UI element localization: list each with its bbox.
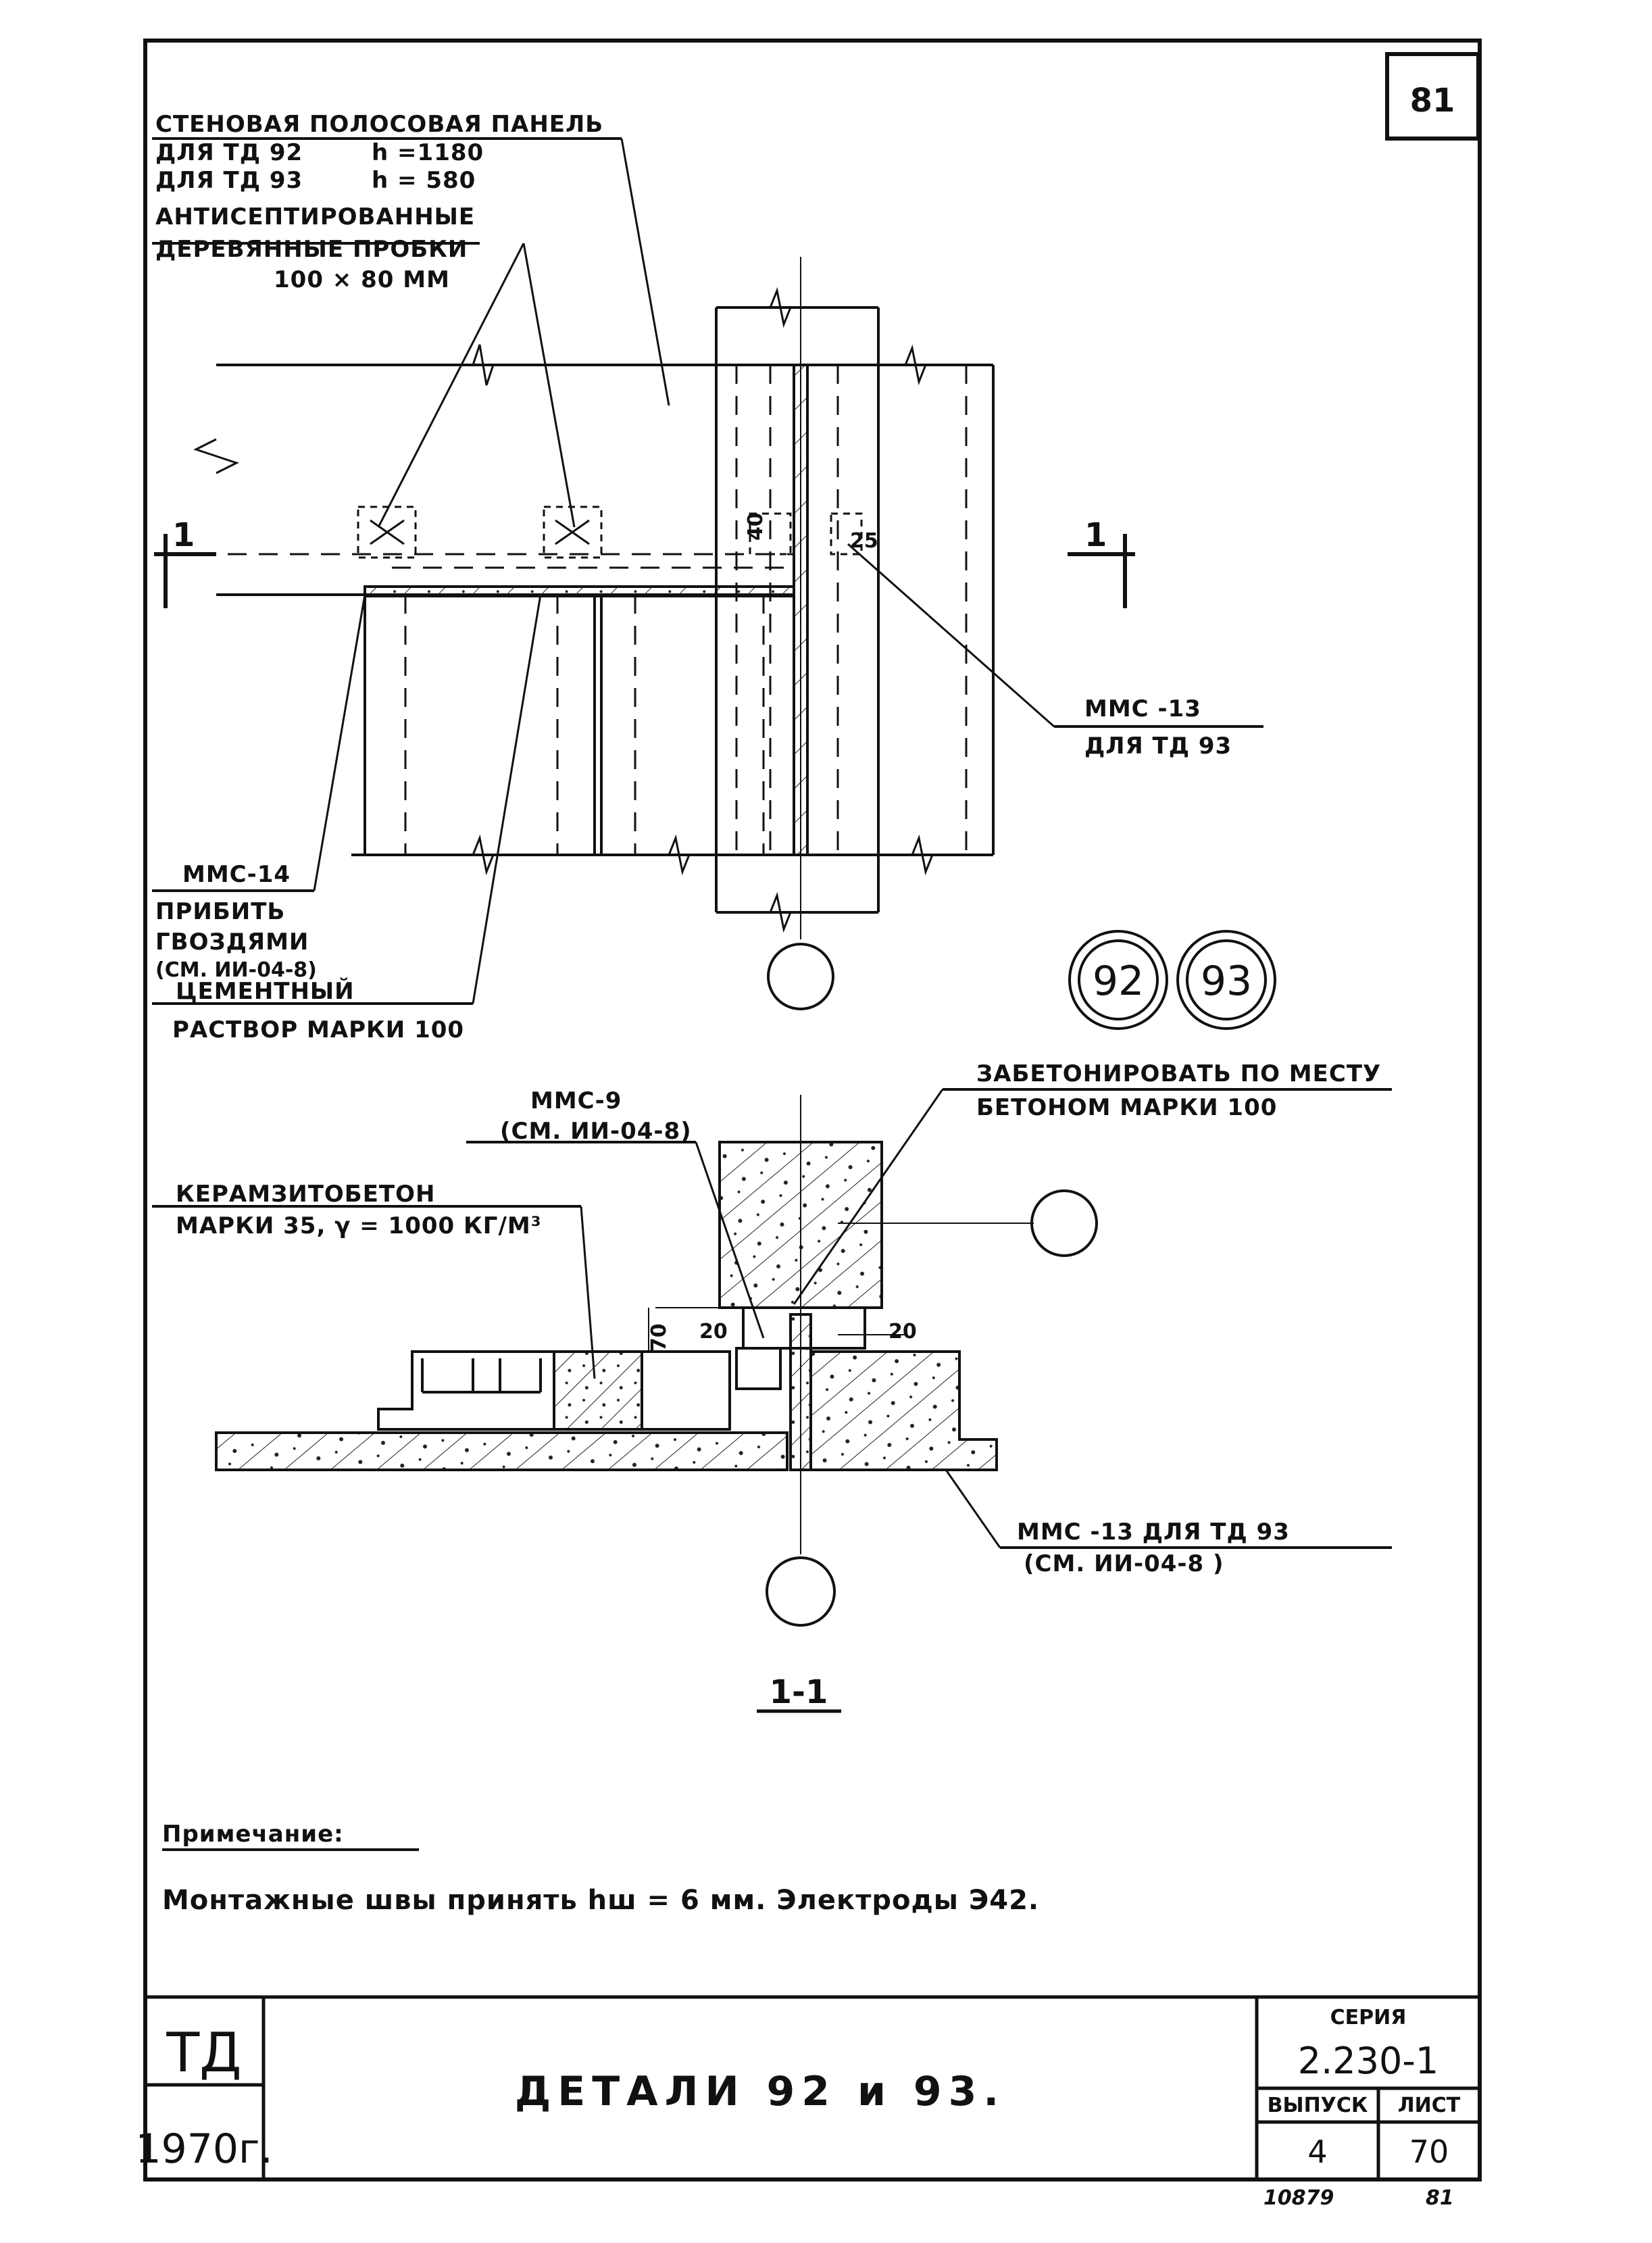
nail-ref: (СМ. ИИ-04-8): [155, 958, 317, 982]
section-mark-left: 1: [172, 516, 195, 554]
sheet-number-box: 81: [1385, 52, 1480, 141]
title-block-text: ТД 1970г. ДЕТАЛИ 92 и 93. СЕРИЯ 2.230-1 …: [135, 2006, 1460, 2210]
mmc13-for: ДЛЯ ТД 93: [1084, 733, 1232, 760]
plugs-size: 100 × 80 ММ: [274, 266, 450, 293]
plan-annotations: СТЕНОВАЯ ПОЛОСОВАЯ ПАНЕЛЬ ДЛЯ ТД 92 h =1…: [155, 111, 1232, 1043]
page-number: 81: [1426, 2186, 1454, 2210]
sheet-value: 70: [1409, 2134, 1449, 2170]
mmc13-label: ММС -13: [1084, 695, 1201, 722]
nail-line2: ГВОЗДЯМИ: [155, 929, 309, 956]
title-block: [145, 1995, 1480, 2179]
dim-b: 25: [850, 529, 878, 553]
archive-number: 10879: [1263, 2186, 1334, 2210]
panel-td92-height: h =1180: [372, 139, 484, 166]
section-view: [152, 1088, 1392, 1713]
mmc13-section-line1: ММС -13 ДЛЯ ТД 93: [1017, 1519, 1290, 1546]
concrete-line1: ЗАБЕТОНИРОВАТЬ ПО МЕСТУ: [976, 1060, 1381, 1087]
badge-92: 92: [1068, 930, 1168, 1030]
cement-line2: РАСТВОР МАРКИ 100: [172, 1016, 464, 1043]
org-mark: ТД: [166, 2021, 241, 2084]
badge-93-text: 93: [1201, 958, 1252, 1005]
outer-frame: [143, 39, 1482, 2182]
keram-line2: МАРКИ 35, γ = 1000 КГ/М³: [176, 1212, 542, 1239]
section-annotations: ММС-9 (СМ. ИИ-04-8) ЗАБЕТОНИРОВАТЬ ПО МЕ…: [176, 1060, 1381, 1711]
panel-td93-height: h = 580: [372, 167, 476, 194]
concrete-line2: БЕТОНОМ МАРКИ 100: [976, 1094, 1277, 1121]
issue-value: 4: [1307, 2134, 1327, 2170]
mmc14-label: ММС-14: [182, 861, 291, 888]
section-mark-right: 1: [1084, 516, 1107, 554]
plan-view: [152, 137, 1263, 1010]
year: 1970г.: [135, 2125, 272, 2173]
mmc13-section-line2: (СМ. ИИ-04-8 ): [1024, 1550, 1224, 1577]
issue-label: ВЫПУСК: [1268, 2094, 1368, 2117]
series-value: 2.230-1: [1298, 2040, 1438, 2082]
dim-20-left: 20: [699, 1320, 728, 1344]
mmc9-ref: (СМ. ИИ-04-8): [500, 1118, 692, 1145]
keram-line1: КЕРАМЗИТОБЕТОН: [176, 1181, 435, 1208]
panel-title: СТЕНОВАЯ ПОЛОСОВАЯ ПАНЕЛЬ: [155, 111, 603, 138]
dim-70: 70: [647, 1323, 671, 1352]
plugs-line2: ДЕРЕВЯННЫЕ ПРОБКИ: [155, 236, 468, 263]
badge-92-text: 92: [1093, 958, 1144, 1005]
series-label: СЕРИЯ: [1330, 2006, 1407, 2029]
dim-20-right: 20: [888, 1320, 917, 1344]
panel-td93: ДЛЯ ТД 93: [155, 167, 303, 194]
cement-line1: ЦЕМЕНТНЫЙ: [176, 977, 355, 1005]
drawing-title: ДЕТАЛИ 92 и 93.: [515, 2068, 1005, 2115]
section-title: 1-1: [770, 1673, 828, 1711]
sheet-label: ЛИСТ: [1398, 2094, 1461, 2117]
badge-93: 93: [1176, 930, 1276, 1030]
panel-td92: ДЛЯ ТД 92: [155, 139, 303, 166]
dim-a: 40: [744, 512, 768, 541]
note-text: Монтажные швы принять hш = 6 мм. Электро…: [162, 1885, 1039, 1916]
mmc9-label: ММС-9: [530, 1087, 622, 1114]
note-heading: Примечание:: [162, 1821, 344, 1848]
detail-badges: 92 93: [1068, 930, 1276, 1030]
sheet-number: 81: [1410, 82, 1455, 120]
nail-line1: ПРИБИТЬ: [155, 898, 285, 925]
plugs-line1: АНТИСЕПТИРОВАННЫЕ: [155, 203, 475, 230]
note: Примечание: Монтажные швы принять hш = 6…: [162, 1821, 1039, 1916]
